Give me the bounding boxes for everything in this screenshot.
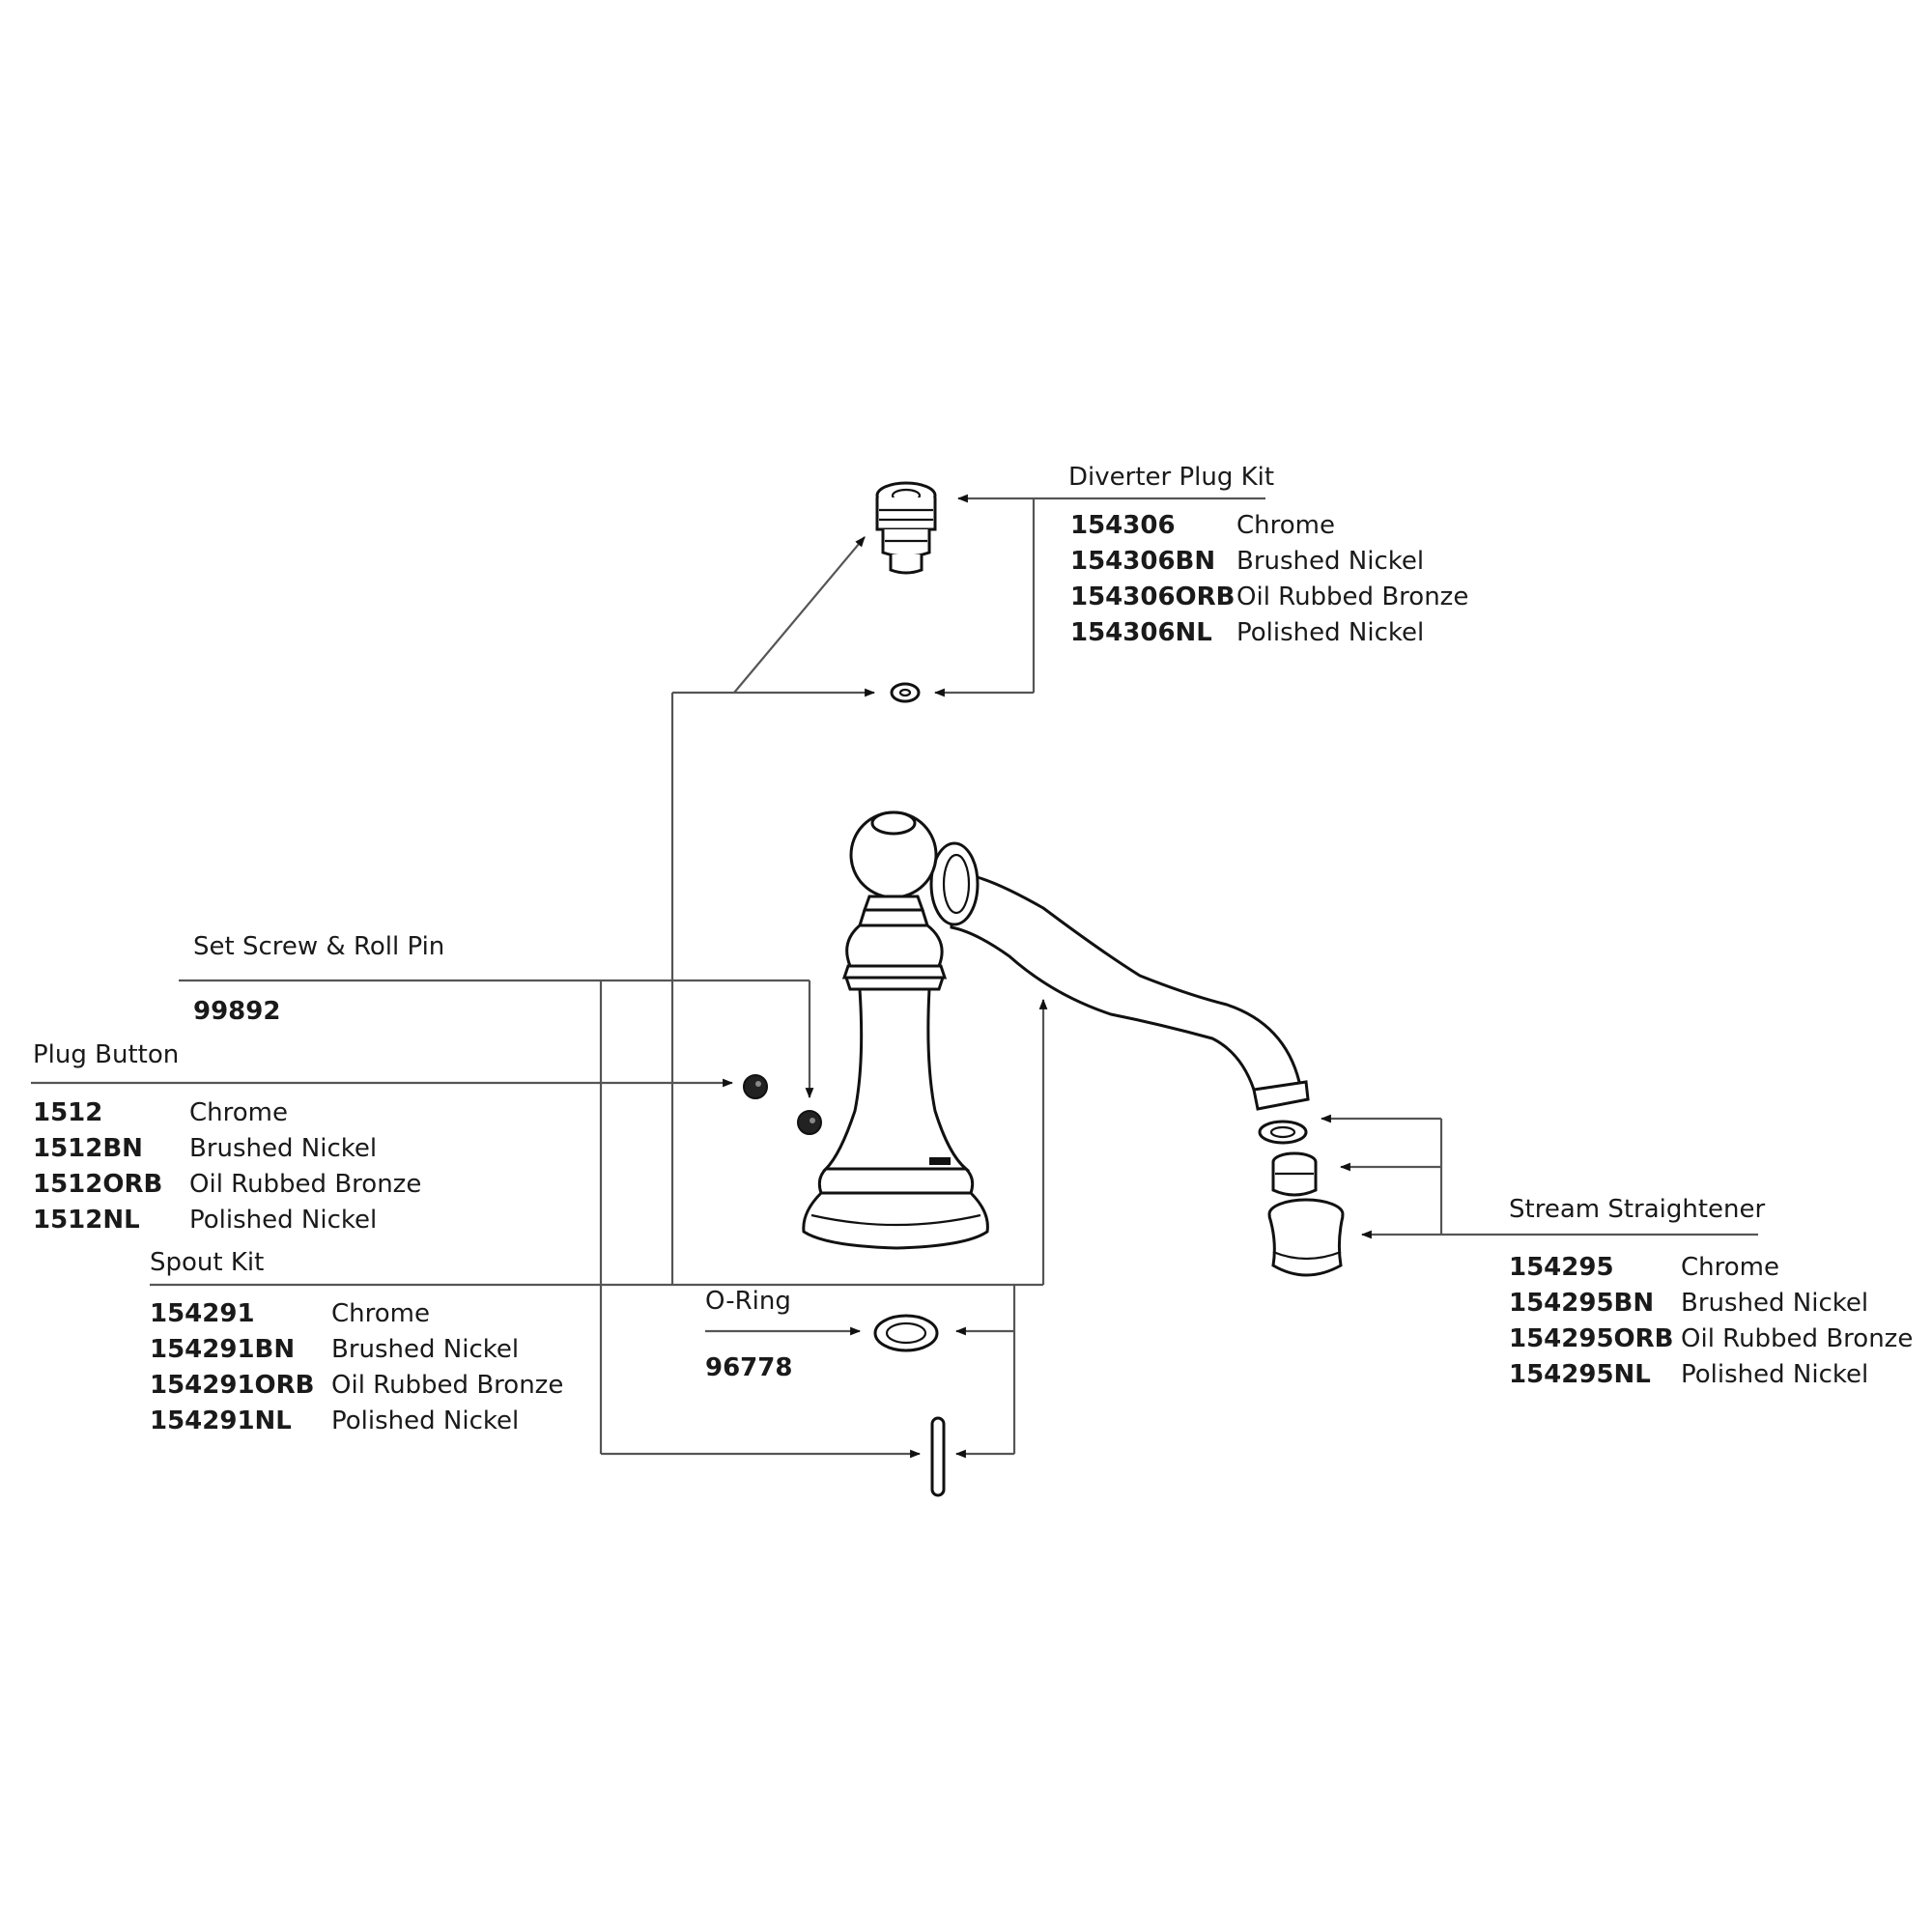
plug-button-callout: Plug Button 1512 Chrome 1512BN Brushed N…: [33, 1040, 421, 1235]
finish-name: Oil Rubbed Bronze: [1236, 582, 1468, 611]
spout-kit-title: Spout Kit: [150, 1248, 264, 1277]
part-number: 154291: [150, 1299, 255, 1328]
part-number: 154295: [1509, 1253, 1614, 1282]
part-number: 154295BN: [1509, 1289, 1654, 1318]
part-number: 96778: [705, 1353, 792, 1382]
set-screw-roll-pin-callout: Set Screw & Roll Pin 99892: [193, 932, 444, 1026]
finish-name: Brushed Nickel: [1681, 1289, 1868, 1318]
spout-body-part: [802, 810, 1310, 1250]
plug-button-title: Plug Button: [33, 1040, 179, 1069]
finish-name: Oil Rubbed Bronze: [331, 1371, 563, 1400]
part-number: 154306BN: [1070, 547, 1215, 576]
diverter-plug-part: [875, 481, 937, 575]
part-number: 154291BN: [150, 1335, 295, 1364]
spout-kit-callout: Spout Kit 154291 Chrome 154291BN Brushed…: [150, 1248, 563, 1435]
part-number: 154291ORB: [150, 1371, 315, 1400]
part-number: 154295NL: [1509, 1360, 1651, 1389]
roll-pin-part: [930, 1416, 946, 1497]
o-ring-part: [873, 1314, 939, 1352]
set-screw-part: [797, 1110, 822, 1135]
finish-name: Chrome: [1681, 1253, 1779, 1282]
finish-name: Brushed Nickel: [1236, 547, 1424, 576]
part-number: 154291NL: [150, 1406, 292, 1435]
stream-straightener-callout: Stream Straightener 154295 Chrome 154295…: [1509, 1195, 1913, 1389]
part-number: 1512ORB: [33, 1170, 162, 1199]
part-number: 154295ORB: [1509, 1324, 1674, 1353]
o-ring-title: O-Ring: [705, 1287, 791, 1316]
plug-button-part: [743, 1074, 768, 1099]
finish-name: Polished Nickel: [1681, 1360, 1868, 1389]
diverter-plug-kit-title: Diverter Plug Kit: [1068, 463, 1274, 492]
diverter-plug-kit-callout: Diverter Plug Kit 154306 Chrome 154306BN…: [1068, 463, 1468, 647]
finish-name: Chrome: [1236, 511, 1335, 540]
stream-straightener-title: Stream Straightener: [1509, 1195, 1766, 1224]
stream-straightener-insert-part: [1271, 1151, 1318, 1197]
finish-name: Oil Rubbed Bronze: [1681, 1324, 1913, 1353]
aerator-housing-part: [1267, 1198, 1345, 1277]
finish-name: Chrome: [331, 1299, 430, 1328]
finish-name: Polished Nickel: [331, 1406, 519, 1435]
part-number: 154306ORB: [1070, 582, 1236, 611]
finish-name: Chrome: [189, 1098, 288, 1127]
set-screw-roll-pin-title: Set Screw & Roll Pin: [193, 932, 444, 961]
part-number: 154306: [1070, 511, 1176, 540]
diverter-washer-part: [890, 682, 921, 703]
part-number: 99892: [193, 997, 280, 1026]
leader-lines: [31, 494, 1758, 1459]
part-number: 1512BN: [33, 1134, 143, 1163]
finish-name: Oil Rubbed Bronze: [189, 1170, 421, 1199]
finish-name: Polished Nickel: [1236, 618, 1424, 647]
part-number: 1512: [33, 1098, 102, 1127]
o-ring-callout: O-Ring 96778: [705, 1287, 792, 1382]
finish-name: Polished Nickel: [189, 1206, 377, 1235]
finish-name: Brushed Nickel: [189, 1134, 377, 1163]
finish-name: Brushed Nickel: [331, 1335, 519, 1364]
part-number: 154306NL: [1070, 618, 1212, 647]
part-number: 1512NL: [33, 1206, 140, 1235]
stream-straightener-washer-part: [1258, 1120, 1308, 1145]
